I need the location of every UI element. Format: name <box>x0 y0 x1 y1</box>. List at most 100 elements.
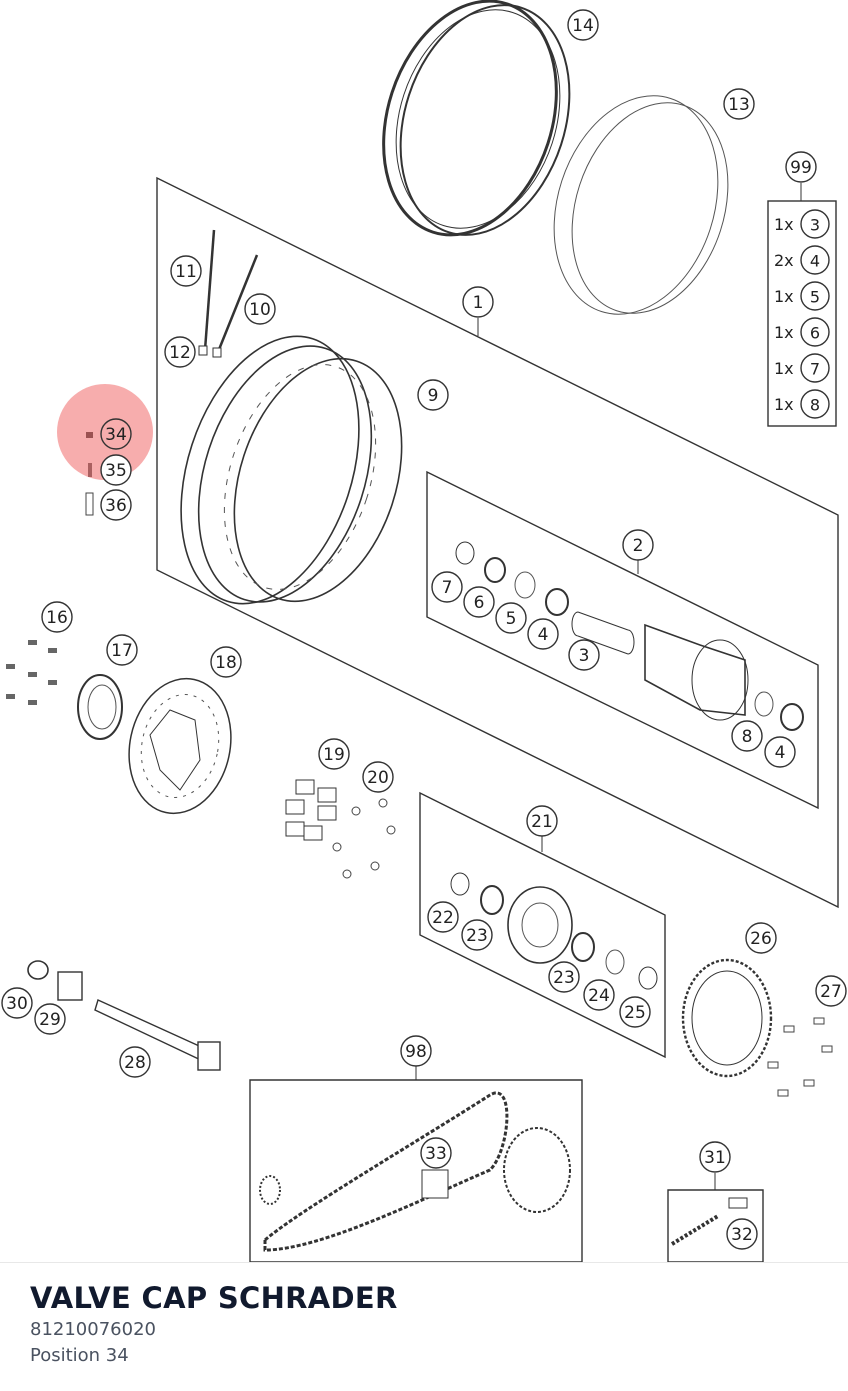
callout-19[interactable]: 19 <box>318 738 350 770</box>
callout-13[interactable]: 13 <box>723 88 755 120</box>
kit-row-qty: 1x <box>774 215 794 234</box>
callout-label: 11 <box>175 262 197 282</box>
wheel-assembly-frame <box>156 176 839 909</box>
sprocket-carrier-parts <box>450 872 658 990</box>
callout-28[interactable]: 28 <box>119 1046 151 1078</box>
kit-row-qty: 1x <box>774 323 794 342</box>
kit-row-qty: 1x <box>774 287 794 306</box>
callout-label: 24 <box>588 986 610 1006</box>
exploded-parts-diagram: 1234567891011121314161718192021222324252… <box>1 0 847 1262</box>
callout-label: 20 <box>367 768 389 788</box>
chain-kit-frame <box>249 1079 583 1262</box>
brake-disc-18 <box>128 677 232 815</box>
kit-row-ref: 3 <box>810 216 820 235</box>
callout-label: 36 <box>105 496 127 516</box>
callout-12[interactable]: 12 <box>164 336 196 368</box>
part-name: VALVE CAP SCHRADER <box>30 1281 398 1315</box>
tire-band-13 <box>553 95 729 315</box>
callout-label: 4 <box>538 625 549 645</box>
callout-label: 23 <box>553 968 575 988</box>
callout-7[interactable]: 7 <box>431 571 463 603</box>
chain-joint-frame <box>667 1189 764 1262</box>
nuts-20 <box>332 798 396 879</box>
callout-22[interactable]: 22 <box>427 901 459 933</box>
callout-4[interactable]: 4 <box>764 736 796 768</box>
kit-row-qty: 1x <box>774 395 794 414</box>
damper-rubbers-19 <box>285 779 337 841</box>
callout-31[interactable]: 31 <box>699 1141 731 1173</box>
callout-10[interactable]: 10 <box>244 293 276 325</box>
callout-label: 34 <box>105 425 127 445</box>
part-info-panel: VALVE CAP SCHRADER 81210076020 Position … <box>0 1262 848 1391</box>
callout-21[interactable]: 21 <box>526 805 558 837</box>
callout-11[interactable]: 11 <box>170 255 202 287</box>
disc-carrier-17 <box>77 674 123 740</box>
nut-30 <box>27 960 49 980</box>
callout-label: 4 <box>775 743 786 763</box>
chain-adjuster-29 <box>57 971 83 1001</box>
kit-row: 1x 6 <box>774 317 830 347</box>
callout-label: 3 <box>579 646 590 666</box>
callout-35[interactable]: 35 <box>100 454 132 486</box>
callout-99[interactable]: 99 <box>785 151 817 183</box>
callout-36[interactable]: 36 <box>100 489 132 521</box>
kit-row: 1x 8 <box>774 389 830 419</box>
part-number: 81210076020 <box>30 1319 156 1340</box>
callout-34[interactable]: 34 <box>100 418 132 450</box>
callout-16[interactable]: 16 <box>41 601 73 633</box>
callout-label: 22 <box>432 908 454 928</box>
callout-32[interactable]: 32 <box>726 1218 758 1250</box>
callout-20[interactable]: 20 <box>362 761 394 793</box>
kit-row-ref: 8 <box>810 396 820 415</box>
callout-18[interactable]: 18 <box>210 646 242 678</box>
callout-25[interactable]: 25 <box>619 996 651 1028</box>
disc-bolts-16 <box>6 640 57 705</box>
rim-tape-14 <box>382 0 571 237</box>
callout-3[interactable]: 3 <box>568 639 600 671</box>
rear-sprocket-26 <box>681 958 773 1078</box>
callout-layer: 1234567891011121314161718192021222324252… <box>1 9 847 1250</box>
sprocket-carrier-frame <box>419 791 666 1059</box>
callout-29[interactable]: 29 <box>34 1003 66 1035</box>
chain-joint-parts <box>670 1197 748 1246</box>
bearing-kit-99 <box>767 183 837 427</box>
spokes-10-11 <box>198 229 259 358</box>
callout-label: 14 <box>572 16 594 36</box>
callout-5[interactable]: 5 <box>495 602 527 634</box>
callout-1[interactable]: 1 <box>462 286 494 318</box>
callout-8[interactable]: 8 <box>731 720 763 752</box>
callout-23[interactable]: 23 <box>461 919 493 951</box>
callout-label: 26 <box>750 929 772 949</box>
callout-24[interactable]: 24 <box>583 979 615 1011</box>
callout-label: 99 <box>790 158 812 178</box>
callout-14[interactable]: 14 <box>567 9 599 41</box>
callout-label: 12 <box>169 343 191 363</box>
callout-6[interactable]: 6 <box>463 586 495 618</box>
kit-row-ref: 4 <box>810 252 820 271</box>
callout-label: 31 <box>704 1148 726 1168</box>
callout-27[interactable]: 27 <box>815 975 847 1007</box>
callout-label: 6 <box>474 593 485 613</box>
callout-33[interactable]: 33 <box>420 1137 452 1169</box>
kit-row-ref: 7 <box>810 360 820 379</box>
callout-label: 10 <box>249 300 271 320</box>
callout-4[interactable]: 4 <box>527 618 559 650</box>
callout-9[interactable]: 9 <box>417 379 449 411</box>
callout-label: 13 <box>728 95 750 115</box>
chain-kit-parts <box>259 1091 571 1252</box>
callout-2[interactable]: 2 <box>622 529 654 561</box>
callout-17[interactable]: 17 <box>106 634 138 666</box>
callout-label: 19 <box>323 745 345 765</box>
part-position: Position 34 <box>30 1345 129 1366</box>
callout-label: 35 <box>105 461 127 481</box>
callout-label: 16 <box>46 608 68 628</box>
kit-row-ref: 6 <box>810 324 820 343</box>
callout-label: 17 <box>111 641 133 661</box>
callout-26[interactable]: 26 <box>745 922 777 954</box>
callout-label: 29 <box>39 1010 61 1030</box>
callout-98[interactable]: 98 <box>400 1035 432 1067</box>
callout-23[interactable]: 23 <box>548 961 580 993</box>
callout-30[interactable]: 30 <box>1 987 33 1019</box>
